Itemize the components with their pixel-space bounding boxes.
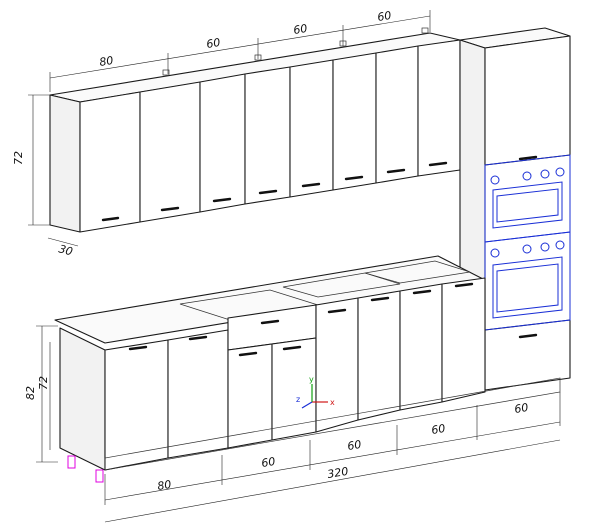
hinge-4 [421,27,429,34]
upper-door-1 [79,91,141,233]
dims-base: 82 72 80 60 60 60 60 320 [24,325,561,523]
sink-3 [364,260,471,284]
dim-base-total: 320 [326,465,349,481]
axis-gizmo: x y z [296,375,335,409]
base-handles [128,282,474,357]
oven-group [484,154,571,331]
dim-upper-depth: 30 [57,242,74,258]
base-door-2 [167,329,229,459]
dim-upper-height: 72 [12,151,25,165]
dim-base-5: 60 [513,401,529,416]
base-door-6 [357,290,401,421]
dims-upper: 80 60 60 60 72 30 [12,9,431,259]
base-door-5 [315,297,359,433]
upper-door-5 [289,59,334,198]
oven-knob-6 [522,244,532,254]
oven-knob-4 [555,167,565,177]
upper-door-2 [139,81,201,223]
dim-base-1: 80 [156,478,172,493]
oven-knob-3 [540,169,550,179]
dim-upper-3: 60 [292,22,308,37]
upper-door-3 [199,73,246,213]
tall-upper-door [484,35,571,166]
oven-top-inner [496,188,559,223]
base-cabinets [54,255,561,483]
axis-y-label: y [309,375,314,384]
oven-knob-8 [555,240,565,250]
dim-base-height: 72 [37,376,50,390]
upper-door-4 [244,66,291,205]
hinge-1 [162,69,170,76]
oven-knob-7 [540,242,550,252]
base-left-side [59,327,106,471]
upper-door-8 [417,39,461,177]
dim-base-total-height: 82 [24,386,37,400]
sink-2 [282,272,401,298]
dim-upper-1: 80 [98,54,114,69]
base-door-7 [399,283,443,411]
base-door-8 [441,277,486,403]
oven-knob-1 [490,175,500,185]
dim-upper-4: 60 [376,9,392,24]
axis-x-label: x [330,398,335,407]
upper-handles [101,161,448,222]
oven-knob-5 [490,248,500,258]
oven-top [484,154,571,243]
oven-knob-2 [522,171,532,181]
upper-door-6 [332,52,377,191]
tall-lower-door [484,319,571,391]
base-door-1 [104,339,169,471]
oven-bottom-inner [496,263,559,313]
oven-bottom [484,231,571,331]
dim-base-2: 60 [260,455,276,470]
legs [67,455,104,483]
upper-door-7 [375,45,419,184]
dim-base-3: 60 [346,438,362,453]
axis-z-label: z [296,395,300,404]
dim-upper-2: 60 [205,36,221,51]
plinth [104,377,561,471]
upper-left-side [49,94,81,233]
upper-cabinets [49,27,461,233]
dim-base-4: 60 [430,422,446,437]
oven-top-window [492,181,563,229]
oven-bottom-window [492,256,563,319]
